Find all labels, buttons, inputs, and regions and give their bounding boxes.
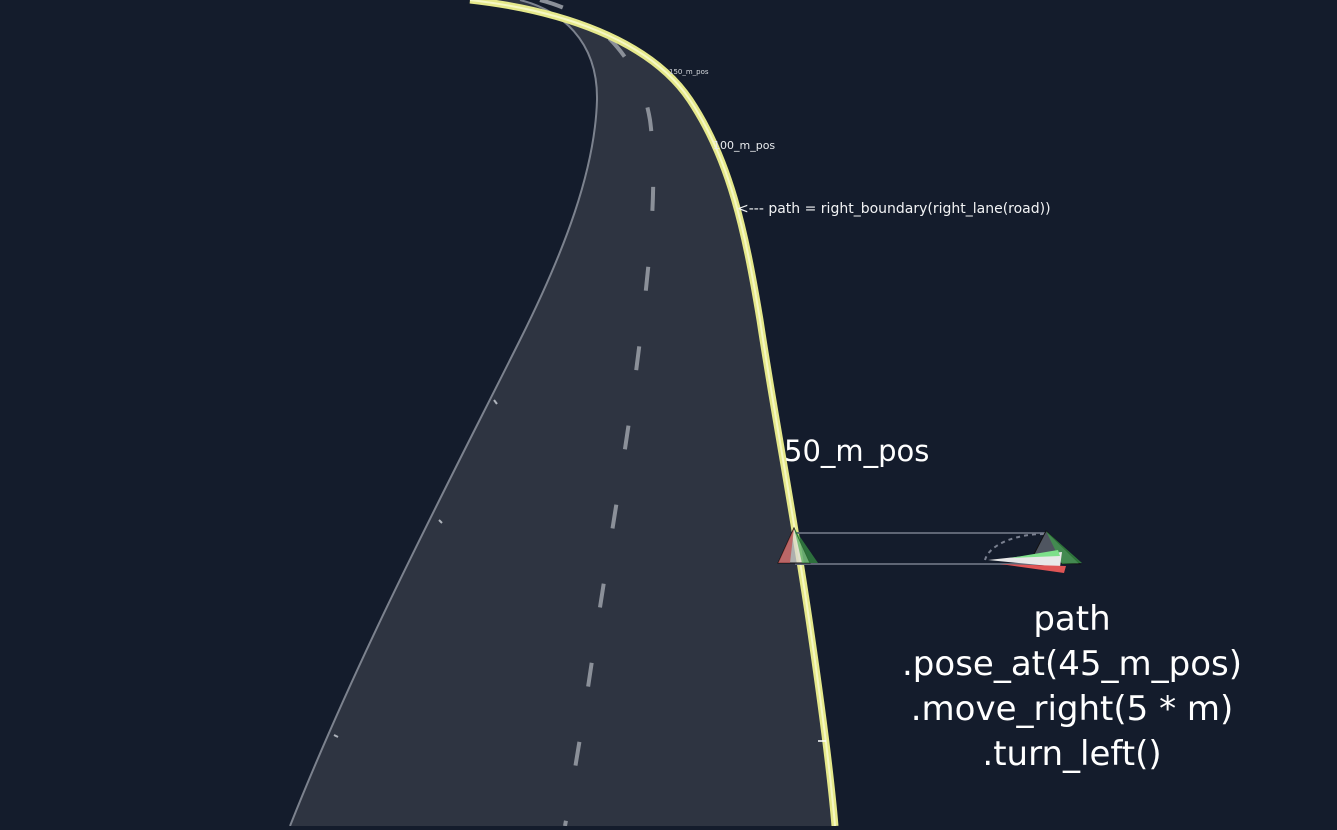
code-line-path: path <box>1033 599 1111 639</box>
code-line-turn-left: .turn_left() <box>982 734 1162 774</box>
code-line-pose-at: .pose_at(45_m_pos) <box>902 644 1242 684</box>
left-edge-ticks <box>333 399 498 738</box>
code-line-move-right: .move_right(5 * m) <box>910 689 1234 729</box>
pose-marker-start <box>777 526 818 564</box>
pose-marker-end <box>988 530 1082 573</box>
center-lane-marking <box>539 0 656 827</box>
turn-arc <box>984 532 1046 561</box>
right-boundary-highlight <box>469 0 836 827</box>
label-path-annotation: <--- path = right_boundary(right_lane(ro… <box>737 201 1051 217</box>
label-100-m-pos: 100_m_pos <box>713 139 776 152</box>
label-50-m-pos: 50_m_pos <box>784 434 930 468</box>
code-annotation: path .pose_at(45_m_pos) .move_right(5 * … <box>872 597 1272 777</box>
label-150-m-pos: 150_m_pos <box>669 68 709 76</box>
left-road-edge <box>289 0 599 827</box>
road-surface <box>290 0 835 826</box>
